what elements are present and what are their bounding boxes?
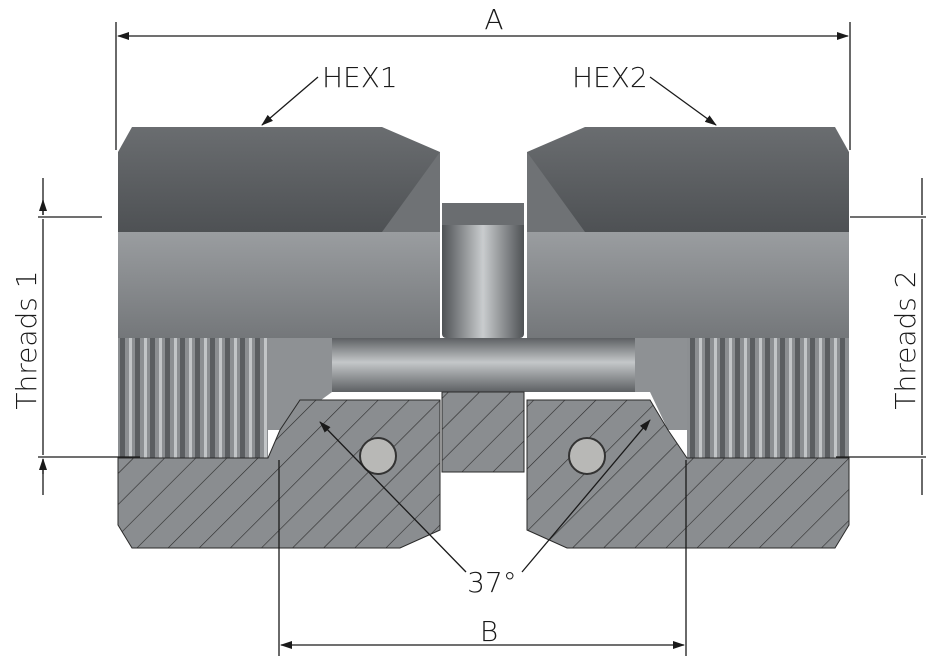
angle-leaders [319, 419, 651, 573]
hex2-leader [649, 76, 717, 126]
hex1-leader [261, 76, 319, 126]
hex2-label: HEX2 [572, 61, 648, 94]
threads1-dimension [38, 178, 140, 495]
threads2-dimension [836, 178, 926, 495]
threads1-label: Threads 1 [10, 270, 43, 409]
left-o-ring [359, 437, 397, 475]
center-bore [332, 338, 635, 392]
dimension-a [115, 22, 851, 150]
right-nut-body [526, 127, 850, 549]
right-o-ring [568, 437, 606, 475]
angle-label: 37° [467, 566, 517, 599]
left-threads [118, 338, 268, 458]
dimension-b-label: B [480, 615, 498, 648]
dimension-b [278, 460, 687, 656]
center-neck [332, 203, 635, 473]
dimension-a-label: A [484, 3, 503, 36]
hex1-label: HEX1 [322, 61, 398, 94]
right-threads [687, 338, 849, 458]
right-section-hatch [526, 399, 850, 549]
threads2-label: Threads 2 [889, 270, 922, 409]
